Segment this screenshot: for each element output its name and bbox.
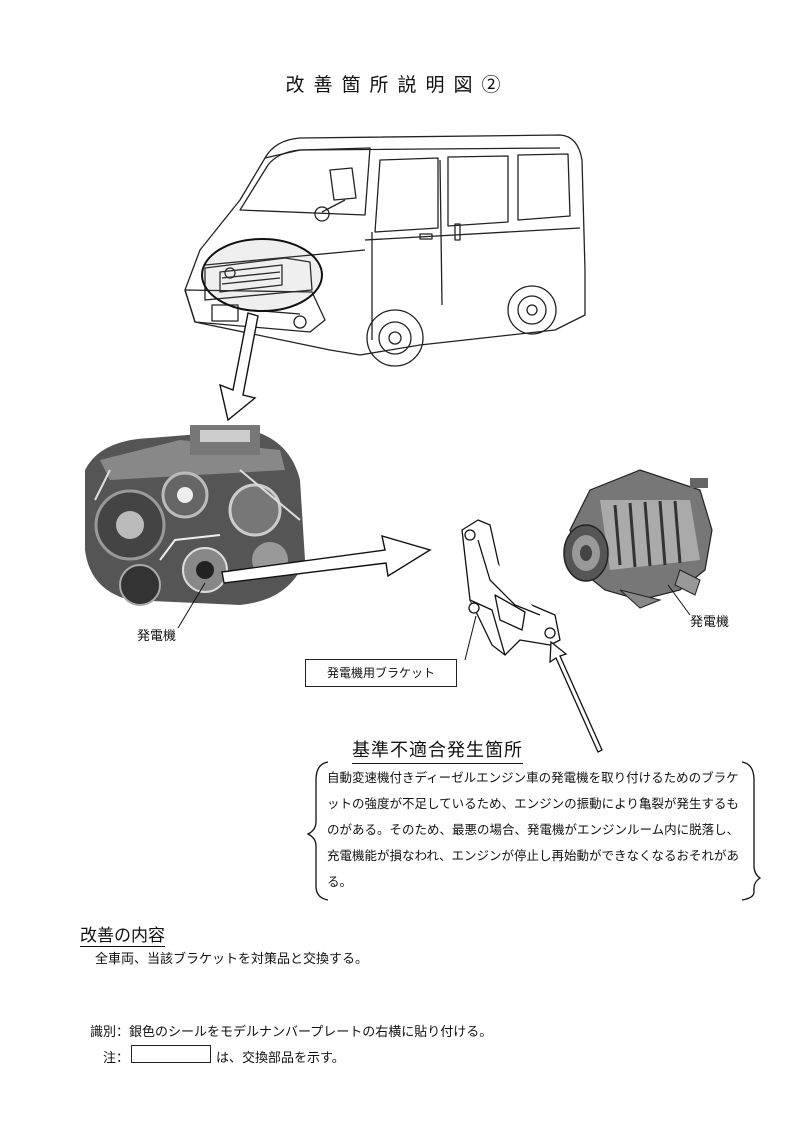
bracket-label: 発電機用ブラケット [305, 659, 457, 687]
pointer-arrow [549, 640, 603, 753]
improvement-description: 全車両、当該ブラケットを対策品と交換する。 [95, 952, 369, 967]
bracket-illustration [461, 519, 561, 656]
generator-label-right: 発電機 [690, 615, 730, 630]
defect-heading: 基準不適合発生箇所 [352, 736, 523, 764]
note-legend-box [131, 1045, 211, 1063]
defect-brace [306, 761, 762, 901]
highlight-ellipse [201, 238, 323, 312]
engine-illustration [80, 425, 305, 606]
generator-label-left: 発電機 [137, 629, 177, 644]
page-title: 改善箇所説明図② [285, 74, 510, 96]
note-text: は、交換部品を示す。 [216, 1051, 345, 1066]
down-arrow [219, 312, 259, 422]
alternator-illustration [563, 469, 713, 609]
note-label: 注： [103, 1051, 130, 1066]
right-arrow [221, 534, 432, 584]
improvement-heading: 改善の内容 [80, 926, 165, 947]
identification-text: 識別：銀色のシールをモデルナンバープレートの右横に貼り付ける。 [90, 1025, 493, 1040]
defect-description: 自動変速機付きディーゼルエンジン車の発電機を取り付けるためのブラケットの強度が不… [327, 770, 740, 889]
